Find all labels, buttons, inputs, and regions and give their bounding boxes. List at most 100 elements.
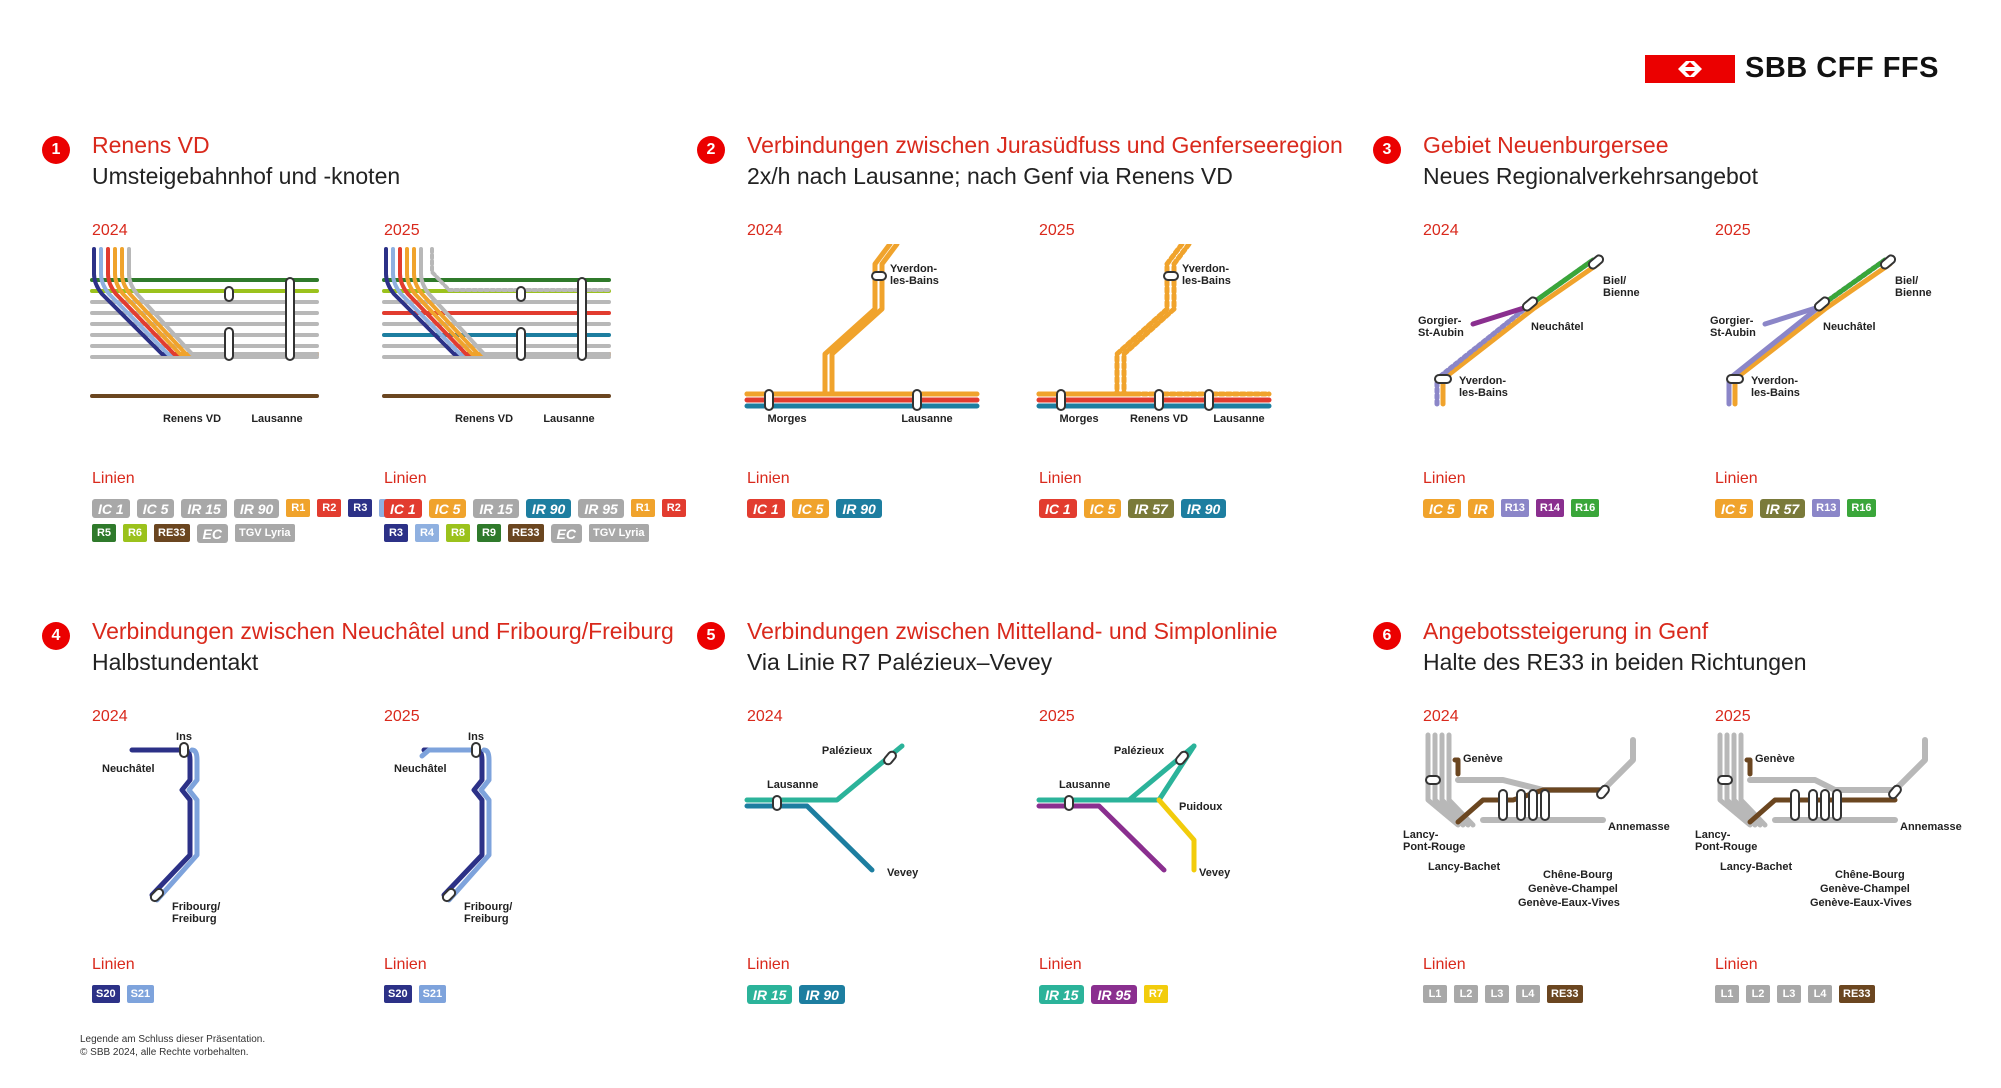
route-line: [92, 247, 319, 356]
line-badge: IC 1: [384, 499, 422, 518]
station-marker: [1425, 775, 1441, 785]
station-marker: [224, 286, 234, 302]
line-badge: IC 1: [92, 499, 130, 518]
panel-title: Renens VD: [92, 132, 210, 158]
panel-title: Gebiet Neuenburgersee: [1423, 132, 1669, 158]
route-line: [1121, 244, 1272, 397]
sbb-flag-icon: [1645, 54, 1735, 83]
linien-label: Linien: [747, 956, 790, 973]
year-label: 2024: [92, 708, 128, 725]
station-marker: [764, 389, 774, 411]
panel-subtitle: 2x/h nach Lausanne; nach Genf via Renens…: [747, 163, 1233, 189]
station-label: Bienne: [1895, 287, 1932, 299]
station-marker: [1790, 789, 1800, 821]
station-label: Lausanne: [543, 413, 594, 425]
route-line: [1432, 732, 1466, 828]
station-label: Renens VD: [455, 413, 513, 425]
panel-number-badge: 2: [697, 136, 725, 164]
year-label: 2025: [1715, 708, 1751, 725]
line-badge: L1: [1715, 985, 1739, 1003]
route-line: [1425, 732, 1461, 828]
panel-number-badge: 3: [1373, 136, 1401, 164]
panel-number-badge: 5: [697, 622, 725, 650]
station-label: Lausanne: [251, 413, 302, 425]
route-line: [1732, 261, 1893, 407]
line-badge: R6: [123, 524, 147, 542]
station-label: Freiburg: [172, 913, 217, 925]
station-label: Neuchâtel: [394, 763, 447, 775]
station-label: Lancy-Bachet: [1720, 861, 1792, 873]
line-badge: IR 90: [799, 985, 845, 1004]
station-marker: [1163, 271, 1179, 281]
station-marker: [1717, 775, 1733, 785]
station-marker: [1204, 389, 1214, 411]
year-label: 2025: [1039, 222, 1075, 239]
line-badge: IR 15: [181, 499, 227, 518]
linien-label: Linien: [1423, 470, 1466, 487]
station-label: Morges: [767, 413, 806, 425]
route-line: [430, 247, 611, 292]
footer: Legende am Schluss dieser Präsentation. …: [80, 1033, 265, 1059]
linien-label: Linien: [92, 470, 135, 487]
route-line: [1762, 304, 1822, 327]
station-marker: [1521, 296, 1539, 312]
year-label: 2024: [1423, 222, 1459, 239]
panel-number-badge: 4: [42, 622, 70, 650]
station-label: Renens VD: [163, 413, 221, 425]
route-line: [1455, 787, 1606, 825]
line-badge: R7: [1143, 985, 1168, 1003]
route-line: [1524, 257, 1596, 310]
station-label: Gorgier-: [1418, 315, 1462, 327]
line-badge: L2: [1454, 985, 1478, 1003]
route-line: [1744, 757, 1753, 777]
route-line: [1731, 732, 1763, 828]
linien-label: Linien: [747, 470, 790, 487]
line-badge: IC 1: [1039, 499, 1077, 518]
line-badge: L4: [1808, 985, 1832, 1003]
station-label: Chêne-Bourg: [1835, 869, 1905, 881]
station-marker: [441, 887, 457, 903]
line-badge: TGV Lyria: [588, 524, 649, 542]
station-label: Pont-Rouge: [1695, 841, 1757, 853]
panel-title: Verbindungen zwischen Mittelland- und Si…: [747, 618, 1278, 644]
line-badge: S21: [126, 985, 155, 1003]
station-label: Neuchâtel: [1531, 321, 1584, 333]
station-label: Genève-Champel: [1820, 883, 1910, 895]
line-badge: EC: [196, 524, 228, 543]
station-marker: [1064, 795, 1074, 811]
line-badge: TGV Lyria: [234, 524, 295, 542]
station-label: Fribourg/: [172, 901, 220, 913]
station-label: Biel/: [1895, 275, 1918, 287]
station-label: Pont-Rouge: [1403, 841, 1465, 853]
line-badge: IC 5: [428, 499, 467, 518]
station-label: Yverdon-: [1751, 375, 1798, 387]
footer-legend-note: Legende am Schluss dieser Präsentation.: [80, 1034, 266, 1045]
station-label: Yverdon-: [890, 263, 937, 275]
year-label: 2025: [1715, 222, 1751, 239]
station-label: Vevey: [1199, 867, 1231, 879]
station-label: Gorgier-: [1710, 315, 1754, 327]
station-label: Lausanne: [767, 779, 818, 791]
network-map: Renens VD Lausanne: [382, 247, 611, 425]
station-label: Puidoux: [1179, 801, 1223, 813]
line-badge: IC 1: [747, 499, 785, 518]
linien-label: Linien: [1715, 470, 1758, 487]
route-line: [154, 747, 200, 903]
station-label: Fribourg/: [464, 901, 512, 913]
station-label: les-Bains: [1459, 387, 1508, 399]
station-label: les-Bains: [1751, 387, 1800, 399]
station-label: Lausanne: [901, 413, 952, 425]
station-marker: [1154, 389, 1164, 411]
station-marker: [516, 327, 526, 361]
station-label: Lausanne: [1059, 779, 1110, 791]
year-label: 2025: [384, 222, 420, 239]
station-label: Genève-Eaux-Vives: [1518, 897, 1620, 909]
route-line: [1747, 797, 1898, 825]
